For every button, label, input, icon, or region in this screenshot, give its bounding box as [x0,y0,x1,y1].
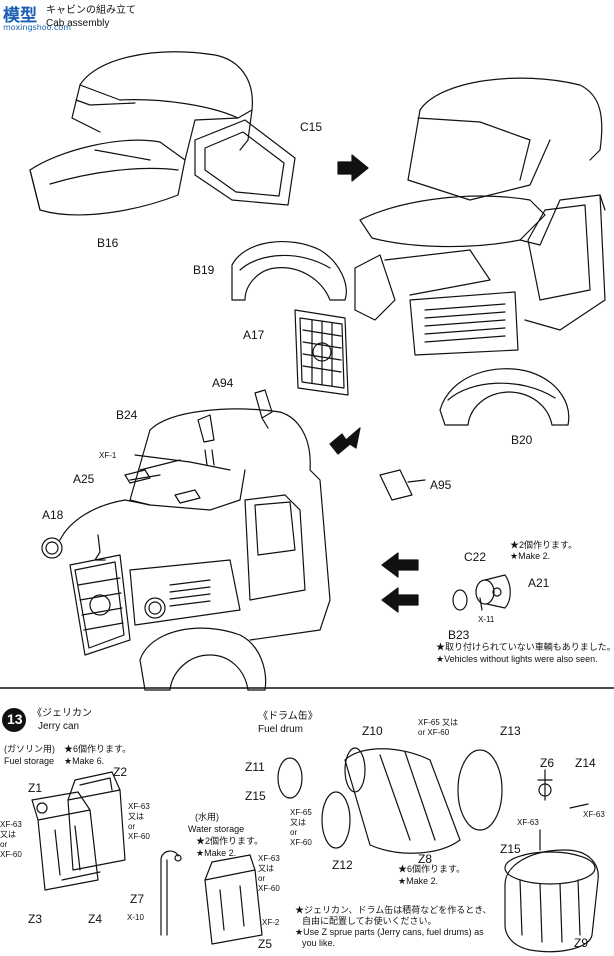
part-label-a25: A25 [73,472,95,486]
make2-note-jp: ★2個作ります。 [510,540,578,550]
usage-note-jp-1: ★ジェリカン、ドラム缶は積荷などを作るとき、 [295,905,492,915]
drum-title-en: Fuel drum [258,724,304,735]
part-label-a94: A94 [212,376,234,390]
fuel-storage-jp: (ガソリン用) [4,744,55,754]
lights-note-en: ★Vehicles without lights were also seen. [436,654,598,664]
color-callout-xf2: XF-2 [262,918,280,927]
step-number: 13 [7,711,23,727]
watermark-url: moxingshoo.com [3,23,72,32]
radiator-grille-part [294,309,349,396]
part-label-z2: Z2 [113,765,128,779]
part-label-z14: Z14 [575,756,596,770]
part-label-a21: A21 [528,576,550,590]
cab-roof-part [29,51,253,216]
color-callout-xf63a: XF-63 [517,818,539,827]
drum-make-en: ★Make 2. [398,876,439,886]
make2-note-en: ★Make 2. [510,551,551,561]
usage-note-en-2: you like. [302,938,336,948]
make2-water-jp: ★2個作ります。 [196,836,264,846]
part-label-b20: B20 [511,433,533,447]
section-title-jp: キャビンの組み立て [46,5,136,16]
cab-assembled [354,77,606,356]
part-label-z10: Z10 [362,724,383,738]
usage-note-jp-2: 自由に配置してお使いください。 [302,916,437,926]
make6-en: ★Make 6. [64,756,105,766]
part-label-z13: Z13 [500,724,521,738]
step-number-circle [2,708,26,732]
jerry-title-jp: 《ジェリカン [32,708,92,719]
part-label-z3: Z3 [28,912,43,926]
part-label-b16: B16 [97,236,119,250]
section-title-en: Cab assembly [46,18,110,29]
make2-water-en: ★Make 2. [196,848,237,858]
truck-front-assembled [41,408,331,691]
direction-arrows [329,154,419,613]
part-label-z15b: Z15 [500,842,521,856]
part-label-z4: Z4 [88,912,103,926]
drum-title-jp: 《ドラム缶》 [258,711,318,722]
part-label-z6: Z6 [540,756,555,770]
drum-make-jp: ★6個作ります。 [398,864,466,874]
part-label-c15: C15 [300,120,323,134]
part-label-a18: A18 [42,508,64,522]
make6-jp: ★6個作ります。 [64,744,132,754]
part-label-a95: A95 [430,478,452,492]
part-label-b19: B19 [193,263,215,277]
part-label-z8: Z8 [418,852,433,866]
water-storage-jp: (水用) [195,812,219,822]
watermark-logo: 模型 [3,6,37,26]
part-label-b24: B24 [116,408,138,422]
jerry-title-en: Jerry can [38,721,80,732]
fender-rear-part [439,368,570,426]
part-label-xf1: XF-1 [99,451,117,460]
part-label-z1: Z1 [28,781,43,795]
part-label-x11: X-11 [478,615,495,624]
small-parts [124,389,426,504]
usage-note-en-1: ★Use Z sprue parts (Jerry cans, fuel dru… [295,927,484,937]
part-label-a17: A17 [243,328,265,342]
part-label-z12: Z12 [332,858,353,872]
jerry-can-parts [31,771,263,945]
part-label-c22: C22 [464,550,487,564]
color-callout-xf63b: XF-63 [583,810,605,819]
fuel-drum-parts [277,747,599,953]
part-label-z11: Z11 [245,760,265,774]
part-label-z9: Z9 [574,936,589,950]
headlight-part [452,574,511,611]
lights-note-jp: ★取り付けられていない車輌もありました。 [436,642,614,652]
part-label-z15a: Z15 [245,789,266,803]
part-label-z7: Z7 [130,892,145,906]
fender-front-part [231,240,347,301]
windshield-part [194,119,296,206]
part-label-z5: Z5 [258,937,273,951]
fuel-storage-en: Fuel storage [4,756,55,766]
part-label-b23: B23 [448,628,470,642]
part-label-x10: X-10 [127,913,144,922]
water-storage-en: Water storage [188,824,245,834]
